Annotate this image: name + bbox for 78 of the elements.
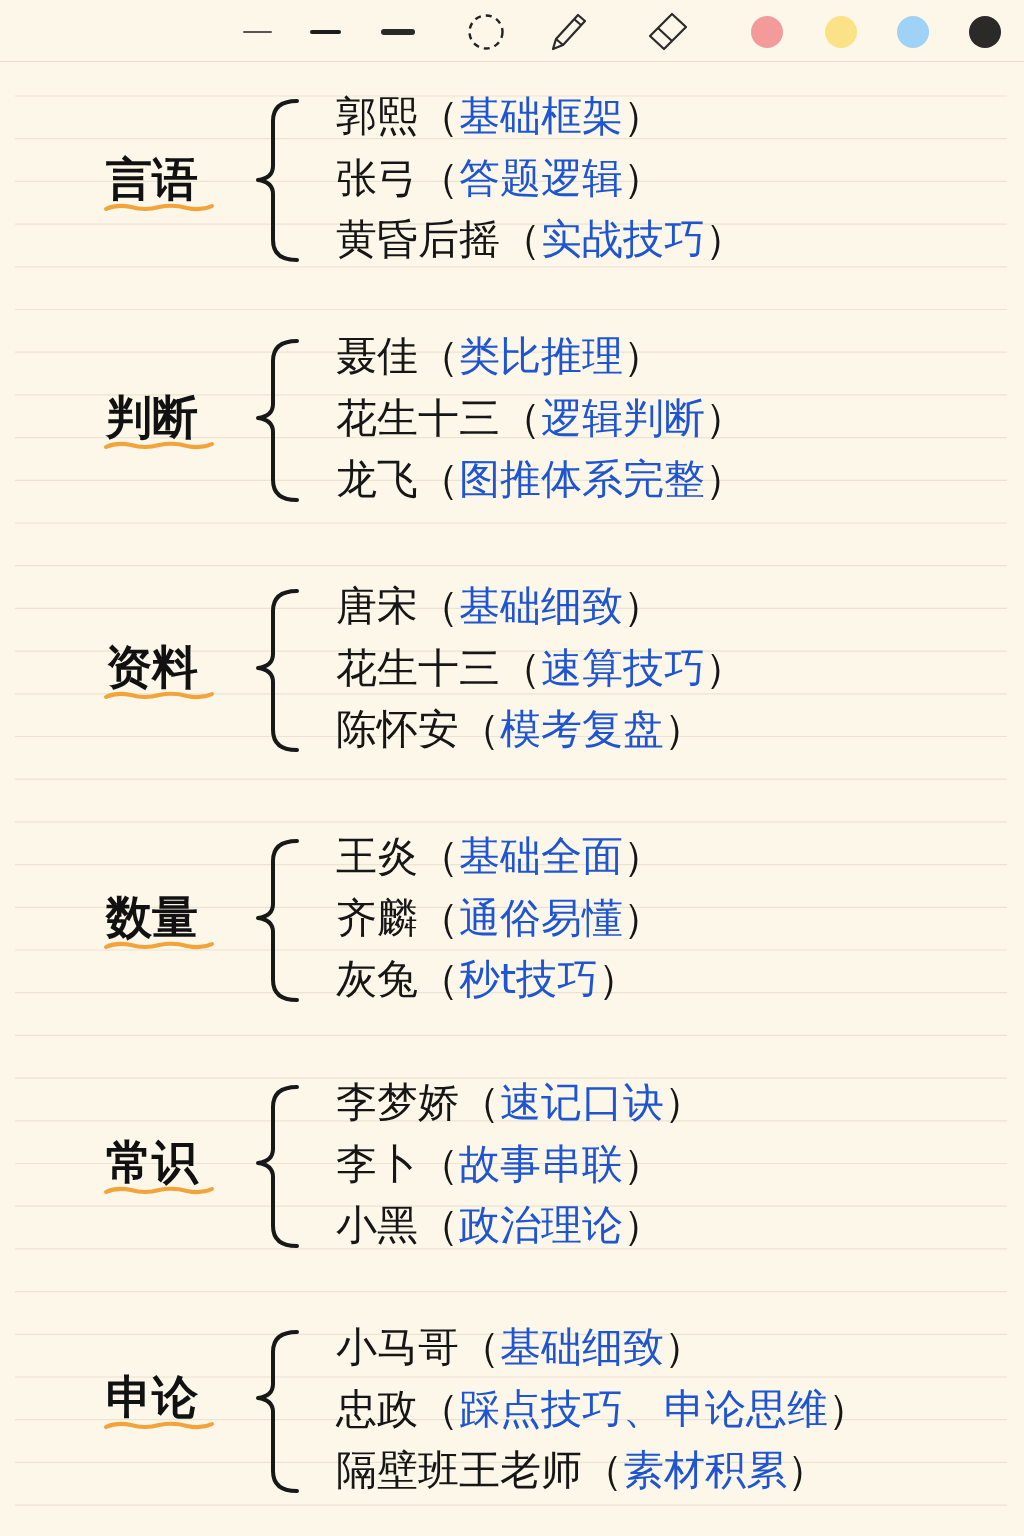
section-heading: 申论	[106, 1374, 198, 1420]
topic-text: 基础细致	[500, 1325, 664, 1371]
parenthesis: ）	[664, 1080, 705, 1126]
parenthesis: （	[418, 895, 459, 941]
teacher-name: 小马哥	[336, 1325, 459, 1371]
topic-text: 逻辑判断	[541, 395, 705, 441]
parenthesis: （	[418, 457, 459, 503]
teacher-name: 李梦娇	[336, 1080, 459, 1126]
parenthesis: （	[418, 1203, 459, 1249]
topic-text: 素材积累	[623, 1448, 787, 1494]
parenthesis: ）	[705, 457, 746, 503]
parenthesis: （	[500, 217, 541, 263]
topic-text: 踩点技巧、申论思维	[459, 1386, 828, 1432]
parenthesis: （	[582, 1448, 623, 1494]
parenthesis: （	[418, 834, 459, 880]
topic-text: 速算技巧	[541, 645, 705, 691]
topic-text: 图推体系完整	[459, 457, 705, 503]
parenthesis: （	[459, 1080, 500, 1126]
teacher-name: 小黑	[336, 1203, 418, 1249]
parenthesis: ）	[623, 94, 664, 140]
teacher-name: 齐麟	[336, 895, 418, 941]
teacher-name: 黄昏后摇	[336, 217, 500, 263]
parenthesis: （	[459, 1325, 500, 1371]
parenthesis: （	[418, 957, 459, 1003]
parenthesis: ）	[623, 155, 664, 201]
parenthesis: ）	[623, 1203, 664, 1249]
topic-text: 秒t技巧	[459, 957, 599, 1003]
parenthesis: ）	[664, 707, 705, 753]
parenthesis: ）	[705, 217, 746, 263]
parenthesis: ）	[623, 334, 664, 380]
section-heading: 数量	[106, 894, 198, 940]
teacher-name: 陈怀安	[336, 707, 459, 753]
teacher-name: 王炎	[336, 834, 418, 880]
parenthesis: ）	[623, 1141, 664, 1187]
parenthesis: （	[418, 94, 459, 140]
parenthesis: （	[418, 584, 459, 630]
parenthesis: （	[500, 645, 541, 691]
parenthesis: ）	[705, 645, 746, 691]
section-heading: 言语	[106, 156, 198, 202]
parenthesis: ）	[828, 1386, 869, 1432]
parenthesis: ）	[623, 895, 664, 941]
section-heading: 资料	[106, 644, 198, 690]
topic-text: 基础全面	[459, 834, 623, 880]
parenthesis: ）	[705, 395, 746, 441]
topic-text: 通俗易懂	[459, 895, 623, 941]
parenthesis: （	[418, 1141, 459, 1187]
section-heading: 判断	[106, 394, 198, 440]
teacher-name: 花生十三	[336, 395, 500, 441]
topic-text: 基础细致	[459, 584, 623, 630]
topic-text: 模考复盘	[500, 707, 664, 753]
topic-text: 故事串联	[459, 1141, 623, 1187]
parenthesis: ）	[664, 1325, 705, 1371]
teacher-name: 龙飞	[336, 457, 418, 503]
parenthesis: （	[418, 1386, 459, 1432]
teacher-name: 郭熙	[336, 94, 418, 140]
topic-text: 速记口诀	[500, 1080, 664, 1126]
teacher-name: 张弓	[336, 155, 418, 201]
parenthesis: （	[500, 395, 541, 441]
topic-text: 答题逻辑	[459, 155, 623, 201]
teacher-name: 唐宋	[336, 584, 418, 630]
teacher-name: 隔壁班王老师	[336, 1448, 582, 1494]
parenthesis: ）	[623, 584, 664, 630]
topic-text: 基础框架	[459, 94, 623, 140]
teacher-name: 聂佳	[336, 334, 418, 380]
parenthesis: （	[418, 334, 459, 380]
teacher-name: 忠政	[336, 1386, 418, 1432]
parenthesis: ）	[598, 957, 640, 1003]
parenthesis: （	[459, 707, 500, 753]
parenthesis: ）	[623, 834, 664, 880]
section-heading: 常识	[106, 1139, 198, 1185]
teacher-name: 花生十三	[336, 645, 500, 691]
topic-text: 类比推理	[459, 334, 623, 380]
parenthesis: （	[418, 155, 459, 201]
topic-text: 实战技巧	[541, 217, 705, 263]
teacher-name: 灰兔	[336, 957, 418, 1003]
parenthesis: ）	[787, 1448, 828, 1494]
teacher-name: 李卜	[336, 1141, 418, 1187]
topic-text: 政治理论	[459, 1203, 623, 1249]
